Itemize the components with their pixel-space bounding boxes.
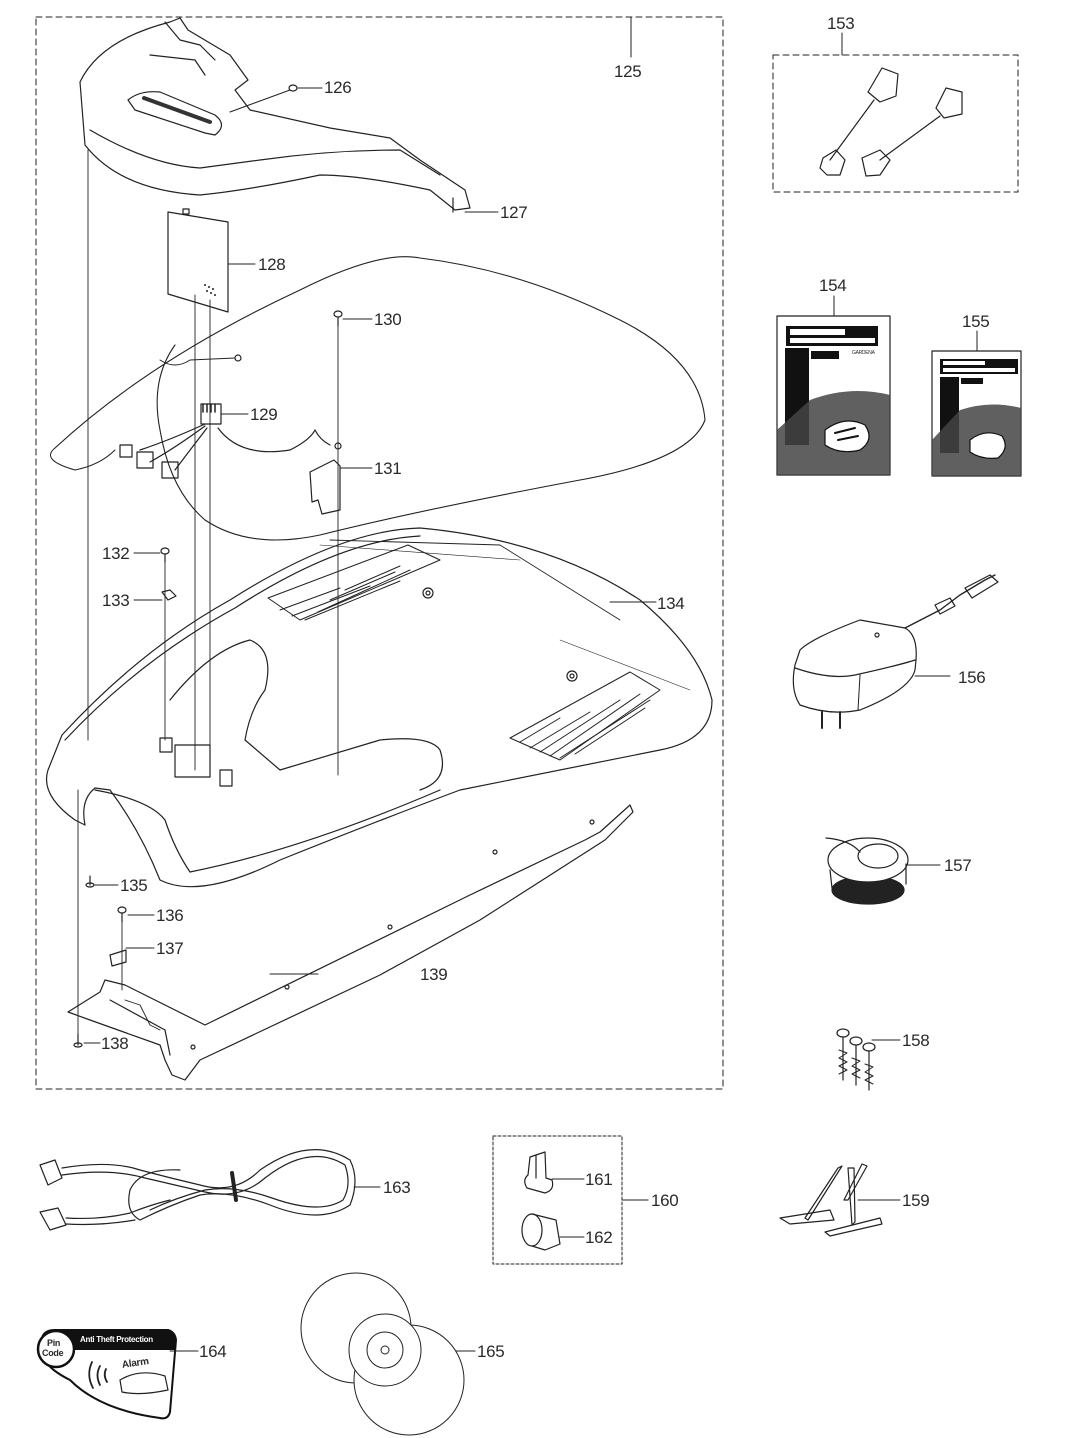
callout-154: 154 [819,276,847,295]
circuit-board [167,208,229,313]
callout-163: 163 [383,1178,411,1197]
callout-130: 130 [374,310,402,329]
discs [300,1272,465,1436]
callout-160: 160 [651,1191,679,1210]
wire-loop [54,256,706,541]
adapter-kit-frame [772,54,1019,193]
callout-162: 162 [585,1228,613,1247]
callout-136: 136 [156,906,184,925]
manual-brand-text: GARDENA [852,350,875,356]
callout-158: 158 [902,1031,930,1050]
wire-harness [119,354,331,479]
manual-small [931,350,1022,477]
ground-screws [836,1028,876,1091]
body-shell [45,527,713,888]
main-assembly-frame [35,16,724,1090]
callout-134: 134 [657,594,685,613]
coupler [521,1213,561,1251]
callout-157: 157 [944,856,972,875]
anti-theft-sticker [36,1329,177,1420]
callout-159: 159 [902,1191,930,1210]
callout-164: 164 [199,1342,227,1361]
top-cover [79,17,471,213]
callout-153: 153 [827,14,855,33]
wire-spool [825,837,909,905]
manual-large [776,315,891,476]
callout-132: 132 [102,544,130,563]
callout-129: 129 [250,405,278,424]
callout-139: 139 [420,965,448,984]
callout-127: 127 [500,203,528,222]
callout-135: 135 [120,876,148,895]
bumper-frame [67,804,634,1081]
callout-128: 128 [258,255,286,274]
screw-130 [333,310,343,327]
callout-161: 161 [585,1170,613,1189]
callout-125: 125 [614,62,642,81]
callout-156: 156 [958,668,986,687]
callout-131: 131 [374,459,402,478]
connector [524,1151,554,1194]
bracket [309,459,341,515]
callout-165: 165 [477,1342,505,1361]
callout-126: 126 [324,78,352,97]
power-supply [792,574,999,729]
adapter-cables [819,67,963,177]
sticker-pin-text: Pin [47,1338,61,1348]
callout-155: 155 [962,312,990,331]
sticker-banner-text: Anti Theft Protection [80,1335,153,1344]
callout-138: 138 [101,1034,129,1053]
callout-137: 137 [156,939,184,958]
sticker-code-text: Code [42,1348,64,1358]
cable-coil [39,1149,356,1231]
pegs [779,1163,883,1237]
callout-133: 133 [102,591,130,610]
